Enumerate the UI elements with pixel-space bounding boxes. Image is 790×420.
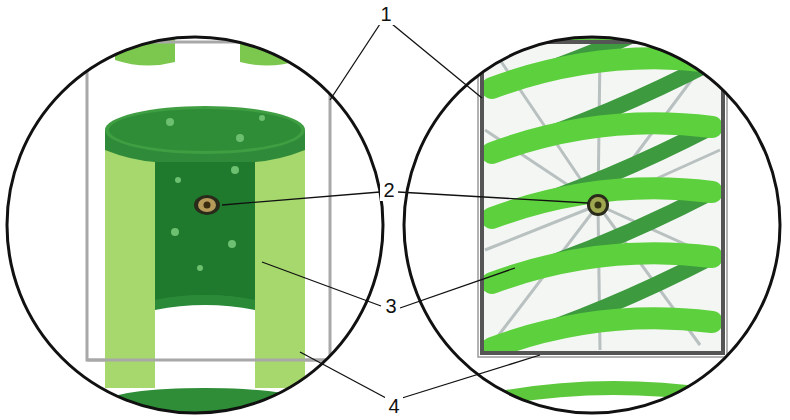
callout-number: 3 <box>382 295 399 317</box>
right-cell <box>400 0 790 420</box>
left-cell <box>0 25 400 420</box>
leader-lines <box>222 24 588 398</box>
callout-number: 1 <box>377 3 394 25</box>
callout-number: 4 <box>385 395 402 417</box>
callout-number: 2 <box>380 179 397 201</box>
